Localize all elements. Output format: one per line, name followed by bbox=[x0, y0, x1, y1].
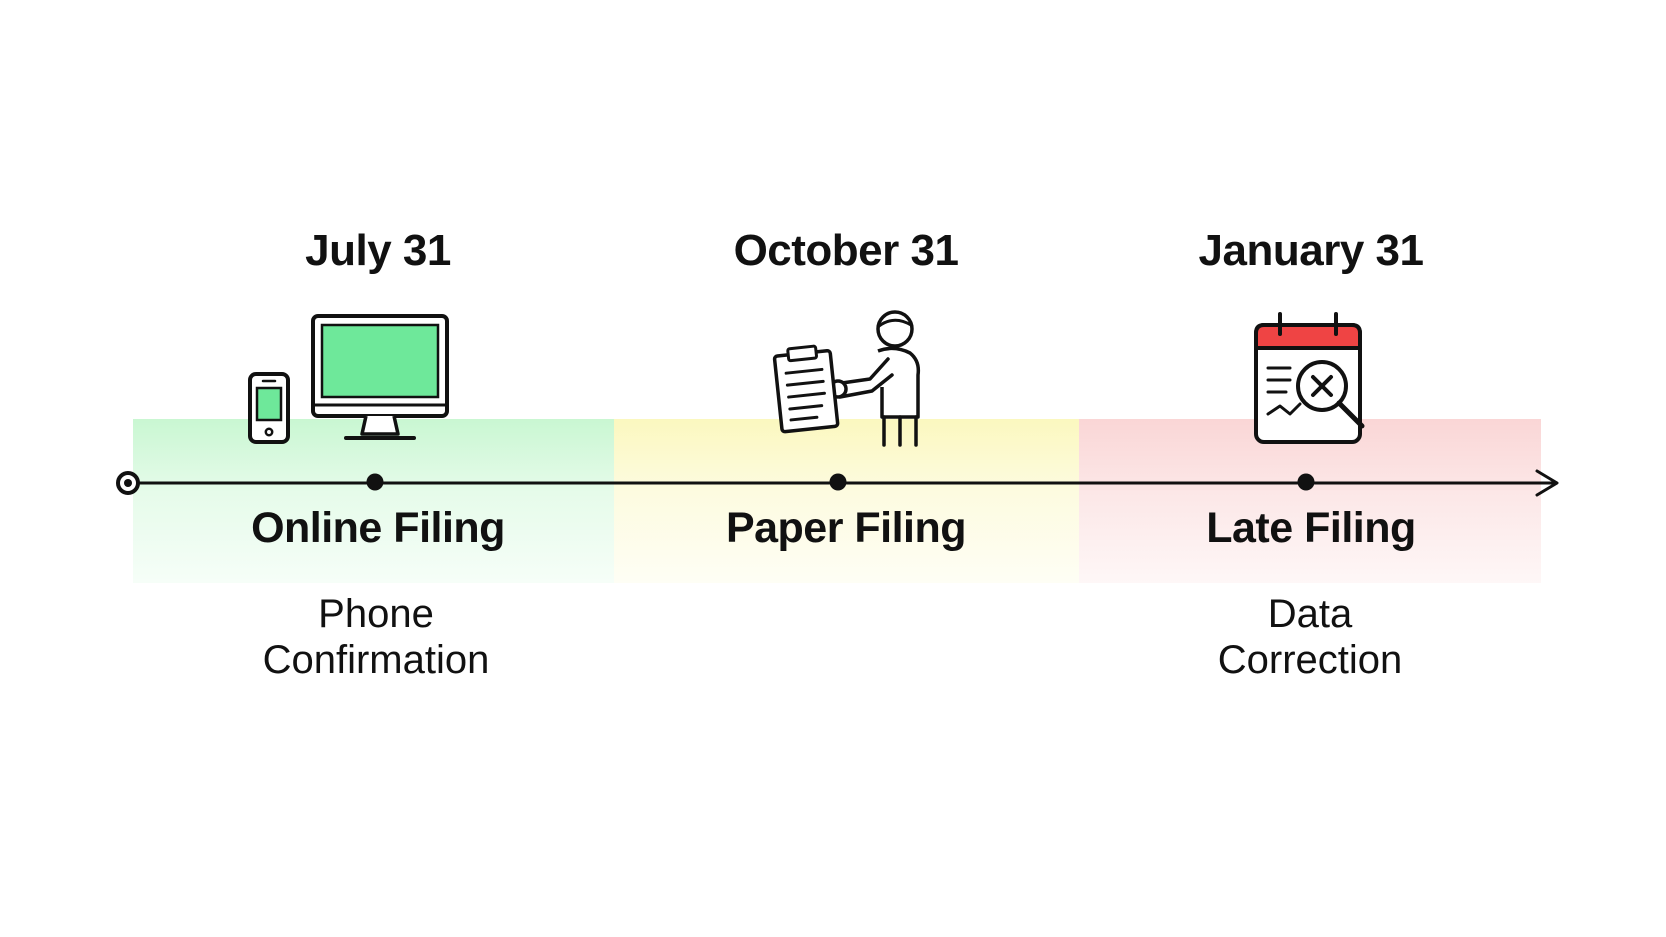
phase-label-late-filing: Late Filing bbox=[1206, 504, 1416, 552]
smartphone-icon bbox=[248, 372, 290, 444]
phase-label-online-filing: Online Filing bbox=[251, 504, 505, 552]
phase-label-paper-filing: Paper Filing bbox=[725, 504, 967, 552]
note-line: Phone bbox=[318, 592, 434, 636]
note-line: Confirmation bbox=[262, 638, 490, 682]
milestone-dot-july bbox=[366, 473, 384, 491]
calendar-magnifier-icon bbox=[1254, 312, 1365, 444]
magnifier-icon bbox=[1296, 360, 1365, 429]
milestone-dot-october bbox=[829, 473, 847, 491]
note-phone-confirmation: Phone Confirmation bbox=[186, 591, 566, 683]
person-with-clipboard-icon bbox=[772, 310, 921, 447]
note-line: Data bbox=[1267, 592, 1353, 636]
paper-filing-band bbox=[614, 419, 1079, 583]
date-label-january: January 31 bbox=[1198, 226, 1424, 275]
online-filing-band bbox=[133, 419, 614, 583]
clipboard-icon bbox=[772, 344, 840, 434]
note-data-correction: Data Correction bbox=[1120, 591, 1500, 683]
timeline-arrowhead bbox=[1535, 469, 1559, 497]
note-line: Correction bbox=[1217, 638, 1403, 682]
milestone-dot-january bbox=[1297, 473, 1315, 491]
timeline-start-marker-dot bbox=[124, 479, 132, 487]
date-label-july: July 31 bbox=[305, 226, 451, 275]
late-filing-band bbox=[1079, 419, 1541, 583]
date-label-october: October 31 bbox=[733, 226, 959, 275]
computer-and-phone-icon bbox=[248, 314, 449, 444]
desktop-monitor-icon bbox=[311, 314, 449, 440]
